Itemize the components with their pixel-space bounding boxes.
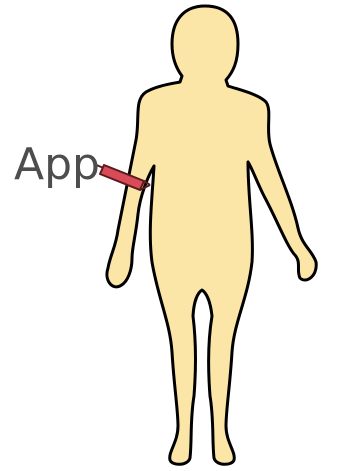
callout-label: App xyxy=(14,138,100,192)
human-body-silhouette xyxy=(107,6,316,464)
